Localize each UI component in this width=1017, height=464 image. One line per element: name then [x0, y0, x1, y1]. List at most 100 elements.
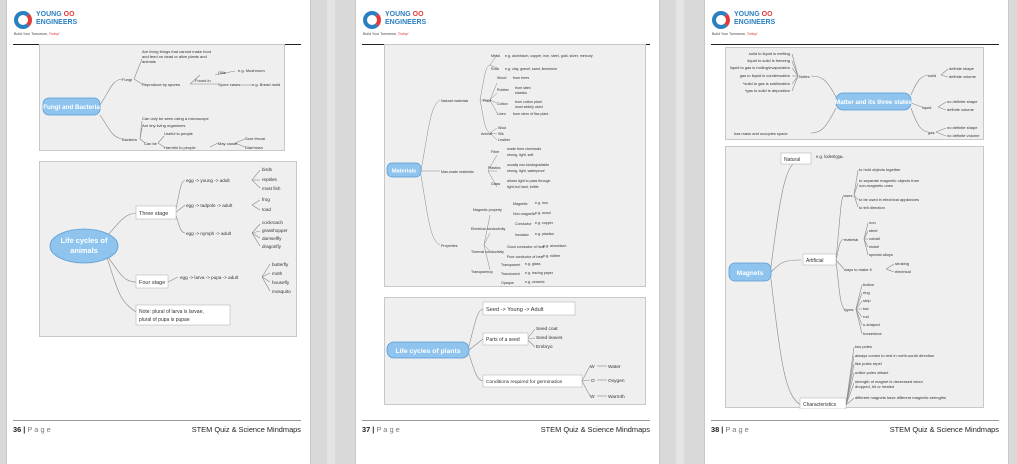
node-gas-volume: no definite volume	[947, 133, 980, 138]
mindmap-fungi-bacteria: Fungi and Bacteria Fungi Are living thin…	[39, 44, 285, 151]
footer: 37 | P a g e STEM Quiz & Science Mindmap…	[362, 420, 650, 434]
node-gas-shape: no definite shape	[947, 125, 978, 130]
node-nickel: nickel	[869, 244, 879, 249]
node-note-boiling: liquid to gas is boiling/evaporation	[730, 65, 790, 70]
fungi-bacteria-svg: Fungi and Bacteria Fungi Are living thin…	[42, 49, 280, 150]
book-title: STEM Quiz & Science Mindmaps	[889, 425, 999, 434]
node-magnetic-eg: e.g. iron	[535, 201, 548, 205]
node-strength-1: strength of magnet is decreased when	[855, 379, 923, 384]
magnets-svg: Magnets Natural e.g. lodestone Artificia…	[728, 152, 946, 409]
node-diarrhoea: Diarrhoea	[245, 145, 263, 150]
node-two-poles: two poles	[855, 344, 872, 349]
node-solid-volume: definite volume	[949, 74, 977, 79]
node-insulator: Insulator	[515, 233, 530, 237]
node-useful: Useful to people	[164, 131, 194, 136]
node-ring: ring	[863, 290, 870, 295]
node-note-deposition: *gas to solid is deposition	[745, 88, 790, 93]
node-note-2: plural of pupa is pupae	[139, 317, 190, 323]
page-gap-scrollbar	[676, 0, 684, 464]
node-cotton-eg: from cotton plant	[515, 100, 542, 104]
node-note-melting: solid to liquid is melting	[749, 51, 790, 56]
node-use-separate-2: non-magnetic ones	[859, 183, 893, 188]
node-four-stage: Four stage	[139, 280, 165, 286]
node-characteristics: Characteristics	[803, 402, 837, 408]
node-note-freezing: liquid to solid is freezing	[748, 58, 790, 63]
mindmap-life-cycles-animals: Life cycles of animals Three stage Four …	[39, 161, 297, 337]
node-leather: Leather	[498, 138, 511, 142]
node-rod: rod	[863, 314, 869, 319]
node-linen: Linen	[497, 112, 506, 116]
node-conditions-germination: Conditions required for germination	[486, 379, 563, 385]
node-letter-w1: W	[590, 364, 595, 370]
node-iron: iron	[869, 220, 876, 225]
node-parts-of-seed: Parts of a seed	[486, 337, 520, 343]
node-bacteria: Bacteria	[122, 137, 137, 142]
node-reptiles: reptiles	[262, 177, 278, 182]
node-non-magnetic-eg: e.g. wood	[535, 211, 551, 215]
node-cockroach: cockroach	[262, 220, 283, 225]
node-rubber-extra: elastics	[515, 91, 527, 95]
node-strength-2: dropped, hit or heated	[855, 384, 894, 389]
node-transparency: Transparency	[471, 270, 493, 274]
node-solid: solid	[928, 73, 936, 78]
node-translucent-eg: e.g. tracing paper	[525, 271, 554, 275]
node-strip: strip	[863, 298, 871, 303]
node-seq-young: egg -> young -> adult	[186, 178, 230, 183]
node-special-alloys: special alloys	[869, 252, 893, 257]
node-bacteria-2: Are tiny living organisms	[142, 123, 185, 128]
node-may-cause: May cause	[218, 141, 238, 146]
node-bacteria-1: Can only be seen using a microscope	[142, 116, 209, 121]
node-uses: uses	[844, 193, 852, 198]
node-rock-eg: e.g. clay, gravel, sand, limestone	[505, 67, 557, 71]
node-material: material	[844, 237, 858, 242]
life-cycles-animals-svg: Life cycles of animals Three stage Four …	[49, 167, 291, 326]
mindmap-magnets: Magnets Natural e.g. lodestone Artificia…	[725, 146, 984, 409]
node-cobalt: cobalt	[869, 236, 881, 241]
node-conductor-eg: e.g. copper	[535, 221, 554, 225]
node-use-appliances: to be used in electrical appliances	[859, 197, 919, 202]
node-properties: Properties	[441, 244, 458, 248]
node-plastics: Plastics	[488, 166, 501, 170]
node-electrical: electrical	[895, 269, 911, 274]
node-fungi-def-2: and feed on dead or alive plants and	[142, 54, 207, 59]
node-butterfly: butterfly	[272, 262, 289, 267]
materials-central-label: Materials	[392, 169, 416, 175]
book-title: STEM Quiz & Science Mindmaps	[191, 425, 301, 434]
footer: 38 | P a g e STEM Quiz & Science Mindmap…	[711, 420, 999, 434]
node-cotton: Cotton	[497, 102, 508, 106]
node-most-fish: most fish	[262, 186, 281, 191]
node-eg-mushroom: e.g. Mushroom	[238, 68, 265, 73]
node-seed-young-adult: Seed -> Young -> Adult	[486, 307, 544, 313]
node-water: Water	[608, 364, 621, 370]
node-transparent-eg: e.g. glass	[525, 262, 541, 266]
node-liquid-shape: no definite shape	[947, 99, 978, 104]
logo-mark-icon	[712, 11, 730, 29]
life-cycles-plants-bubble	[386, 341, 470, 359]
node-steel: steel	[869, 228, 878, 233]
node-wood-eg: from trees	[513, 76, 529, 80]
node-insulator-eg: e.g. plastics	[535, 232, 554, 236]
node-poor-conductor-eg: e.g. rubber	[543, 254, 561, 258]
node-seq-larva: egg -> larva -> pupa -> adult	[180, 275, 239, 280]
node-silk: Silk	[498, 132, 504, 136]
node-artificial: Artificial	[806, 258, 824, 264]
node-different-strengths: different magnets have different magneti…	[855, 395, 946, 400]
node-mass: has mass and occupies space	[734, 131, 788, 136]
matter-svg: Matter and its three states Notes solid …	[730, 51, 980, 138]
node-toad: toad	[262, 207, 271, 212]
mindmap-materials: Materials Natural materials Man-made mat…	[384, 44, 646, 287]
node-electrical-conductivity: Electrical conductivity	[471, 227, 506, 231]
life-cycles-animals-bubble	[49, 228, 119, 264]
node-stroking: stroking	[895, 261, 909, 266]
node-fungi: Fungi	[122, 77, 132, 82]
matter-central-label: Matter and its three states	[835, 99, 912, 106]
node-good-conductor: Good conductor of heat	[507, 245, 545, 249]
node-reproduce: Reproduce by spores	[142, 82, 180, 87]
node-use-hold: to hold objects together	[859, 167, 901, 172]
life-cycles-animals-label-1: Life cycles of	[61, 236, 108, 245]
node-ways: ways to make it	[844, 267, 872, 272]
node-letter-w2: W	[590, 394, 595, 400]
node-grasshopper: grasshopper	[262, 228, 288, 233]
